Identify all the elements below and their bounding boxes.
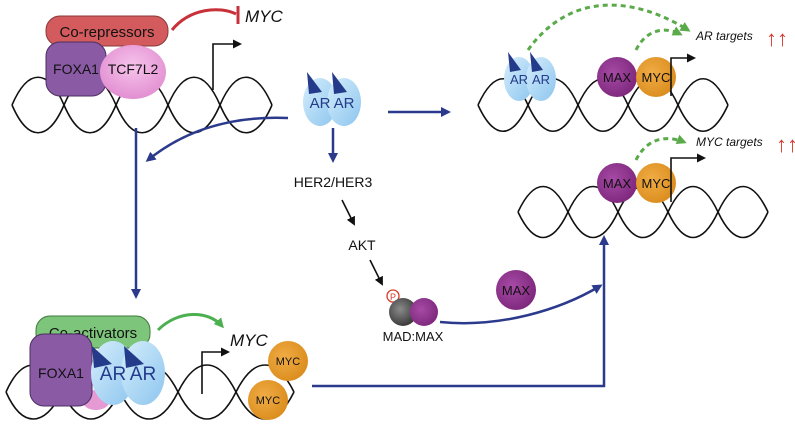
myc-label-top-right: MYC — [642, 70, 671, 85]
dashed-activation-myc-top — [634, 26, 683, 51]
corepressors-box — [45, 15, 169, 47]
svg-text:AR: AR — [334, 95, 355, 112]
myc-label-mid-right: MYC — [642, 176, 671, 191]
phospho-icon — [386, 289, 400, 303]
her2-her3-label: HER2/HER3 — [294, 174, 373, 190]
max-label-top-right: MAX — [603, 70, 632, 85]
svg-text:AR: AR — [532, 72, 550, 87]
myc-gene-label-bottom: MYC — [230, 331, 269, 350]
tss-arrow-top-left — [212, 39, 242, 90]
myc-targets-up-arrows: ↑↑ — [776, 132, 795, 157]
foxa1-label-bottom: FOXA1 — [38, 365, 84, 381]
foxa1-label-top: FOXA1 — [53, 61, 99, 77]
svg-text:AR: AR — [100, 364, 126, 385]
max-protein-in-complex — [410, 298, 438, 326]
ar-targets-up-arrows: ↑↑ — [766, 26, 788, 51]
corepressors-label: Co-repressors — [59, 24, 154, 41]
tss-arrow-bottom-left — [201, 347, 230, 394]
myc-protein-mid-right — [636, 163, 676, 203]
arrow-her-to-akt — [341, 199, 355, 226]
max-protein-mid-right — [597, 163, 637, 203]
arrow-ar-curve-left — [145, 116, 289, 162]
arrow-madmax-to-right — [439, 284, 603, 325]
dashed-activation-ar — [526, 3, 691, 51]
myc-protein-1-label: MYC — [276, 356, 301, 368]
max-label-mid-right: MAX — [603, 176, 632, 191]
androgen-ligand-icon — [92, 346, 112, 368]
myc-targets-label: MYC targets — [696, 135, 763, 149]
activation-arrow — [156, 313, 224, 332]
myc-gene-label-top: MYC — [245, 7, 284, 26]
ar-dimer-bottom: AR AR — [91, 341, 165, 405]
mad-protein — [389, 298, 417, 326]
madmax-label: MAD:MAX — [383, 329, 444, 344]
myc-protein-top-right — [636, 57, 676, 97]
ar-targets-label: AR targets — [695, 29, 753, 43]
tcf7l2-shape — [100, 45, 166, 99]
androgen-ligand-icon — [307, 72, 322, 94]
free-max-label: MAX — [502, 283, 531, 298]
myc-protein-2-label: MYC — [256, 395, 281, 407]
akt-label: AKT — [348, 237, 376, 253]
tcf7l2-label: TCF7L2 — [108, 61, 159, 77]
androgen-ligand-icon — [332, 72, 347, 94]
repression-arrow — [170, 8, 237, 31]
max-protein-top-right — [597, 57, 637, 97]
free-max-protein — [496, 270, 536, 310]
svg-text:AR: AR — [130, 364, 156, 385]
tss-arrow-top-right — [670, 53, 696, 96]
myc-protein-1 — [268, 341, 308, 381]
androgen-ligand-icon — [530, 52, 543, 72]
androgen-ligand-icon — [508, 52, 521, 72]
phospho-label: P — [390, 292, 396, 302]
tss-arrow-mid-right — [670, 153, 706, 202]
dashed-activation-myc-mid — [634, 134, 687, 161]
androgen-ligand-icon — [124, 346, 144, 368]
ar-dimer-center: AR AR — [303, 72, 361, 126]
arrow-akt-to-madmax — [369, 259, 383, 286]
myc-protein-2 — [248, 380, 288, 420]
svg-text:AR: AR — [310, 95, 331, 112]
ar-dimer-top-right: AR AR — [504, 52, 556, 101]
arrow-myc-to-targets — [312, 235, 609, 388]
svg-text:AR: AR — [510, 72, 528, 87]
